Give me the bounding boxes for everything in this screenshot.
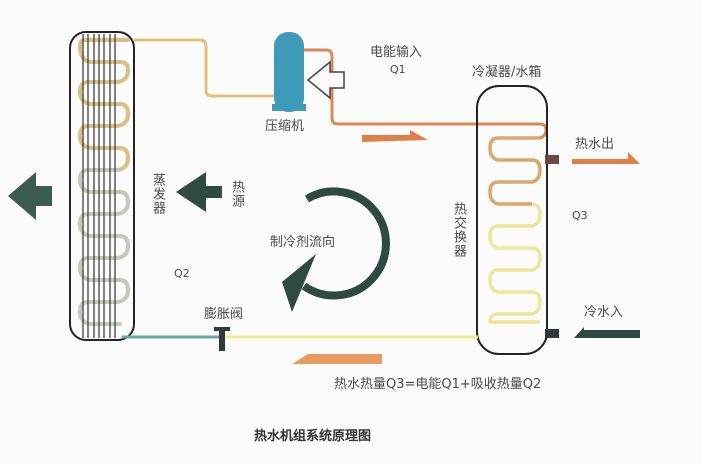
exhaust-arrow [8,172,52,220]
condenser-tank-label: 冷凝器/水箱 [472,65,542,80]
liquid-flow-arrow [292,354,382,364]
power-input-label: 电能输入 [370,45,423,60]
formula-label: 热水热量Q3=电能Q1+吸收热量Q2 [334,377,542,392]
hot-water-out-arrow [572,152,640,164]
condenser-tank [476,85,548,355]
expansion-valve [214,327,230,351]
compressor-label: 压缩机 [265,119,305,134]
hot-water-port [545,155,559,164]
expansion-valve-label: 膨胀阀 [204,307,244,322]
discharge-pipe [304,48,548,140]
discharge-flow-arrow [362,130,428,142]
diagram-title: 热水机组系统原理图 [254,429,372,444]
q3-label: Q3 [572,209,588,222]
condenser-coil [488,136,542,324]
refrigerant-flow-label: 制冷剂流向 [270,235,336,250]
evaporator [69,31,135,341]
heat-exchanger-label: 热交换器 [451,202,466,258]
heat-source-label: 热源 [229,180,244,208]
q1-label: Q1 [390,63,406,76]
cold-water-in-arrow [574,327,640,338]
compressor [272,32,306,112]
evaporator-fins [82,34,116,338]
cold-water-in-label: 冷水入 [584,305,624,320]
power-input-arrow [306,60,345,100]
refrigerant-flow-arrowhead [282,254,316,312]
suction-pipe [134,38,276,98]
evaporator-label: 蒸发器 [150,173,165,215]
heat-source-arrow [176,172,222,212]
evaporator-coil [77,38,131,326]
cold-water-port [545,329,559,338]
refrigerant-flow-circle [301,187,390,300]
hot-water-out-label: 热水出 [575,137,615,152]
q2-label: Q2 [174,267,190,280]
